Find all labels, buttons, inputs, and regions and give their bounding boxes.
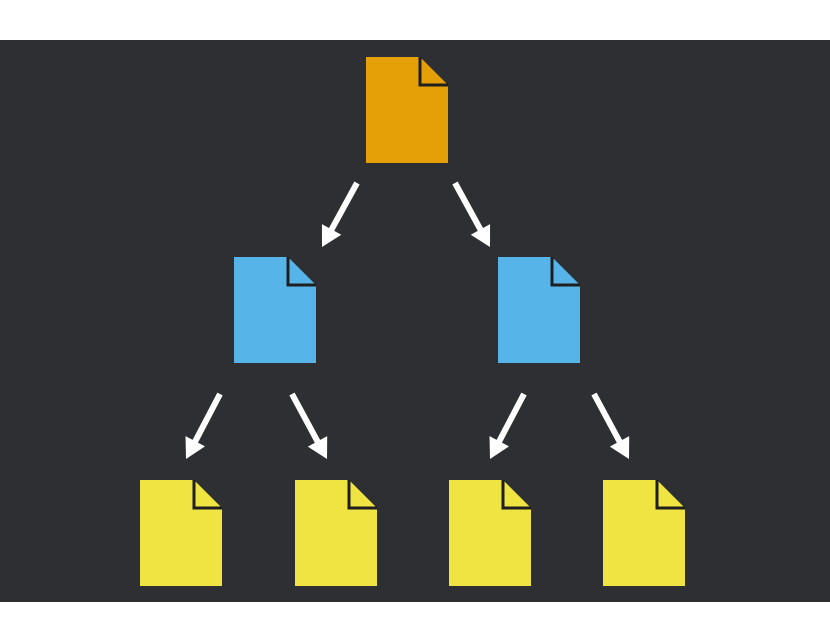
document-icon bbox=[449, 480, 531, 586]
arrow-head bbox=[489, 436, 510, 459]
document-icon bbox=[603, 480, 685, 586]
document-icon bbox=[366, 57, 448, 163]
document-body bbox=[366, 57, 448, 163]
document-body bbox=[449, 480, 531, 586]
arrow-mid-right-to-leaf-4 bbox=[591, 392, 630, 459]
document-tree-diagram bbox=[0, 40, 830, 602]
document-fold-crease bbox=[655, 480, 685, 510]
document-fold-crease bbox=[192, 480, 222, 510]
arrow-root-to-mid-left bbox=[321, 181, 360, 247]
document-body bbox=[603, 480, 685, 586]
document-icon bbox=[234, 257, 316, 363]
document-icon bbox=[140, 480, 222, 586]
document-fold-crease bbox=[418, 57, 448, 87]
arrow-mid-right-to-leaf-3 bbox=[489, 392, 527, 459]
arrow-root-to-mid-right bbox=[452, 181, 491, 247]
arrow-head bbox=[609, 436, 630, 459]
document-icon bbox=[295, 480, 377, 586]
document-fold-crease bbox=[550, 257, 580, 287]
arrow-head bbox=[307, 436, 328, 459]
document-body bbox=[140, 480, 222, 586]
nodes-layer bbox=[140, 57, 685, 586]
arrow-shaft bbox=[328, 181, 360, 233]
arrow-mid-left-to-leaf-1 bbox=[185, 392, 223, 459]
edges-layer bbox=[185, 181, 630, 459]
arrow-mid-left-to-leaf-2 bbox=[289, 392, 328, 459]
diagram-panel bbox=[0, 40, 830, 602]
arrow-shaft bbox=[495, 392, 527, 445]
arrow-shaft bbox=[452, 181, 484, 233]
arrow-head bbox=[470, 224, 491, 247]
arrow-shaft bbox=[289, 392, 322, 445]
document-icon bbox=[498, 257, 580, 363]
document-fold-crease bbox=[501, 480, 531, 510]
document-body bbox=[234, 257, 316, 363]
arrow-shaft bbox=[191, 392, 223, 445]
document-body bbox=[498, 257, 580, 363]
document-fold-crease bbox=[286, 257, 316, 287]
arrow-shaft bbox=[591, 392, 624, 445]
document-body bbox=[295, 480, 377, 586]
document-fold-crease bbox=[347, 480, 377, 510]
arrow-head bbox=[185, 436, 206, 459]
arrow-head bbox=[321, 224, 342, 247]
